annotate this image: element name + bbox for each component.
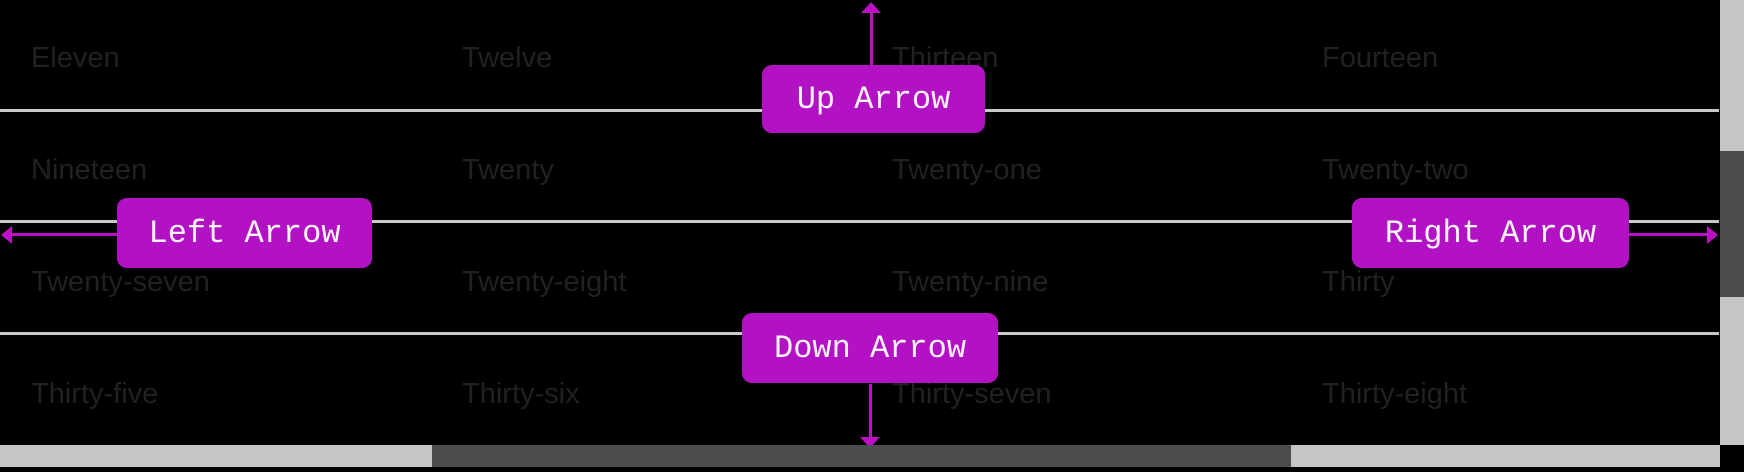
grid-cell: Twenty-two: [1322, 154, 1469, 186]
grid-cell: Twenty: [462, 154, 554, 186]
grid-cell: Eleven: [31, 42, 120, 74]
up-arrow-button[interactable]: Up Arrow: [762, 65, 985, 133]
horizontal-scrollbar[interactable]: [0, 445, 1720, 467]
left-arrow-line: [10, 233, 118, 236]
left-arrowhead-icon: [1, 226, 12, 244]
grid-cell: Thirty-seven: [892, 378, 1052, 410]
horizontal-scrollbar-thumb[interactable]: [432, 445, 1291, 467]
right-arrow-button[interactable]: Right Arrow: [1352, 198, 1629, 268]
vertical-scrollbar[interactable]: [1720, 0, 1744, 445]
down-arrow-line: [869, 384, 872, 438]
right-arrowhead-icon: [1707, 226, 1718, 244]
grid-cell: Fourteen: [1322, 42, 1439, 74]
grid-cell: Thirty-six: [462, 378, 580, 410]
row-separator: [0, 220, 1719, 223]
down-arrowhead-icon: [860, 437, 880, 448]
grid-cell: Twenty-eight: [462, 266, 627, 298]
grid-cell: Thirty-eight: [1322, 378, 1468, 410]
vertical-scrollbar-thumb[interactable]: [1720, 151, 1744, 297]
grid-cell: Nineteen: [31, 154, 148, 186]
grid-cell: Twenty-nine: [892, 266, 1049, 298]
grid-cell: Twelve: [462, 42, 553, 74]
grid-cell: Twenty-one: [892, 154, 1042, 186]
grid-cell: Thirty: [1322, 266, 1395, 298]
right-arrow-line: [1628, 233, 1708, 236]
grid-cell: Twenty-seven: [31, 266, 210, 298]
up-arrowhead-icon: [861, 2, 881, 13]
left-arrow-button[interactable]: Left Arrow: [117, 198, 372, 268]
up-arrow-line: [870, 12, 873, 66]
grid-cell: Thirty-five: [31, 378, 159, 410]
down-arrow-button[interactable]: Down Arrow: [742, 313, 998, 383]
